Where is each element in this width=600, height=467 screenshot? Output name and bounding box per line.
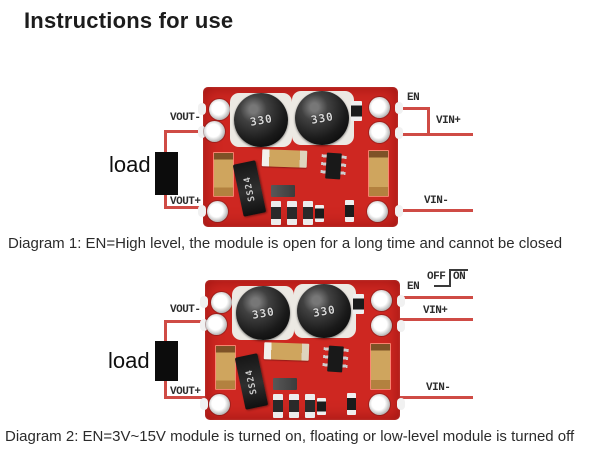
- capacitor: [263, 342, 310, 361]
- vout-plus-label: VOUT+: [170, 196, 201, 208]
- edge-pad: [395, 205, 403, 217]
- mounting-hole: [367, 201, 388, 222]
- switch-symbol-edge: [449, 269, 451, 287]
- edge-pad: [200, 319, 208, 331]
- mounting-hole: [369, 97, 390, 118]
- en-label: EN: [407, 281, 420, 293]
- vout-minus-label: VOUT-: [170, 304, 201, 316]
- vin-minus-label: VIN-: [424, 195, 449, 207]
- vout-plus-label: VOUT+: [170, 386, 201, 398]
- ic-chip: [327, 345, 344, 373]
- inductor: 330: [297, 284, 351, 338]
- edge-pad: [198, 103, 206, 115]
- edge-pad: [198, 205, 206, 217]
- inductor: 330: [295, 91, 349, 145]
- resistor: [289, 394, 299, 418]
- smd-component: [351, 101, 362, 121]
- load-label: load: [108, 348, 150, 373]
- smd-component: [315, 205, 324, 222]
- vin-minus-label: VIN-: [426, 382, 451, 394]
- vout-minus-label: VOUT-: [170, 112, 201, 124]
- edge-pad: [397, 320, 405, 332]
- mounting-hole: [371, 315, 392, 336]
- switch-symbol-high: [450, 269, 468, 271]
- capacitor: [370, 343, 391, 390]
- inductor-marking: 330: [311, 302, 337, 320]
- resistor: [303, 201, 313, 225]
- wire-en-to-vinplus: [427, 107, 430, 136]
- smd-component: [317, 398, 326, 415]
- wire-vin-plus: [400, 318, 473, 321]
- inductor: 330: [236, 286, 290, 340]
- diode-ss24: SS24: [234, 353, 269, 410]
- en-label: EN: [407, 92, 420, 104]
- edge-pad: [200, 398, 208, 410]
- smd-component: [345, 200, 354, 222]
- pcb-module-photo: 330 330 SS24: [200, 280, 405, 420]
- diagram-1-caption: Diagram 1: EN=High level, the module is …: [8, 235, 563, 252]
- load-resistor: [155, 152, 178, 195]
- edge-pad: [198, 126, 206, 138]
- page-title: Instructions for use: [24, 8, 234, 33]
- capacitor: [368, 150, 389, 197]
- resistor: [271, 201, 281, 225]
- wire-vout-minus: [165, 130, 203, 133]
- mounting-hole: [209, 394, 230, 415]
- capacitor: [213, 152, 234, 197]
- on-label: ON: [453, 271, 466, 283]
- resistor: [273, 394, 283, 418]
- inductor-marking: 330: [250, 304, 276, 322]
- edge-pad: [395, 102, 403, 114]
- resistor: [305, 394, 315, 418]
- edge-pad: [200, 296, 208, 308]
- wire-en: [398, 107, 430, 110]
- mounting-hole: [206, 314, 227, 335]
- resistor: [287, 201, 297, 225]
- wire-vin-plus: [398, 133, 473, 136]
- smd-component: [347, 393, 356, 415]
- smd-component: [353, 294, 364, 314]
- wire-vout-minus: [165, 320, 205, 323]
- diode-marking: SS24: [243, 367, 260, 396]
- edge-pad: [397, 398, 405, 410]
- mounting-hole: [209, 99, 230, 120]
- vin-plus-label: VIN+: [423, 305, 448, 317]
- wire-vout-plus: [165, 206, 203, 209]
- load-resistor: [155, 341, 178, 381]
- mounting-hole: [207, 201, 228, 222]
- mounting-hole: [369, 394, 390, 415]
- inductor: 330: [234, 93, 288, 147]
- load-label: load: [109, 152, 151, 177]
- capacitor: [215, 345, 236, 390]
- wire-vin-minus: [400, 396, 473, 399]
- edge-pad: [395, 127, 403, 139]
- pcb-module-photo: 330 330 SS24: [198, 87, 403, 227]
- mounting-hole: [204, 121, 225, 142]
- diagram-2-caption: Diagram 2: EN=3V~15V module is turned on…: [5, 428, 575, 445]
- smd-component: [273, 378, 297, 390]
- mounting-hole: [369, 122, 390, 143]
- mounting-hole: [371, 290, 392, 311]
- switch-symbol-low: [434, 285, 450, 287]
- vin-plus-label: VIN+: [436, 115, 461, 127]
- wire-vout-plus: [165, 396, 205, 399]
- smd-component: [271, 185, 295, 197]
- mounting-hole: [211, 292, 232, 313]
- edge-pad: [397, 295, 405, 307]
- wire-en: [400, 296, 473, 299]
- off-label: OFF: [427, 271, 446, 283]
- wire-vin-minus: [399, 209, 473, 212]
